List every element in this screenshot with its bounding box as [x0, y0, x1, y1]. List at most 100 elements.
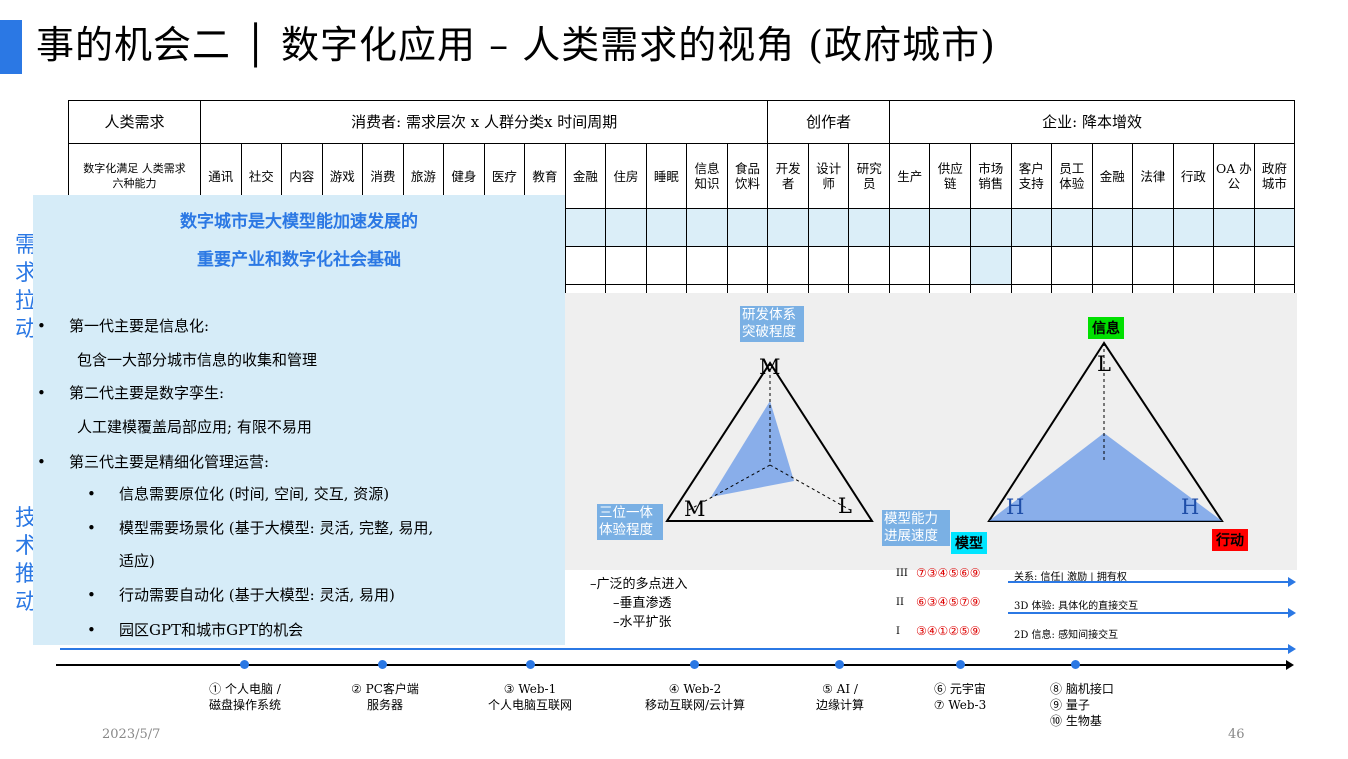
- table-cell: [888, 208, 931, 247]
- table-cell: [645, 246, 688, 285]
- level-roman: I: [896, 626, 900, 637]
- gen1-body: 包含一大部分城市信息的收集和管理: [77, 351, 318, 369]
- table-cell: [605, 208, 647, 247]
- sub-item-2b: 适应): [119, 552, 155, 570]
- table-cell: [1172, 208, 1215, 247]
- table-cell: [1051, 284, 1093, 293]
- side-char: 动: [14, 590, 37, 615]
- table-cell: [726, 208, 769, 247]
- spread-line-1: –广泛的多点进入: [590, 577, 688, 592]
- table-cell: [970, 284, 1012, 293]
- right-triangle-fill: [989, 433, 1222, 521]
- level-roman: II: [896, 597, 904, 608]
- arrow-head: [1288, 644, 1296, 654]
- overlay-panel: 数字城市是大模型能加速发展的 重要产业和数字化社会基础 • 第一代主要是信息化:…: [33, 195, 565, 645]
- header-enterprise: 企业: 降本增效: [888, 100, 1296, 144]
- tl-line: ④ Web-2: [668, 682, 722, 696]
- column-header: 信息 知识: [686, 143, 728, 209]
- table-cell: [1091, 246, 1134, 285]
- sub-item-3: 行动需要自动化 (基于大模型: 灵活, 易用): [119, 586, 395, 604]
- level-text: 3D 体验: 具体化的直接交互: [1014, 601, 1139, 612]
- side-char: 需: [14, 233, 37, 258]
- table-cell: [686, 208, 728, 247]
- table-cell: [848, 284, 890, 293]
- level-roman: III: [896, 568, 908, 579]
- table-cell: [1172, 284, 1215, 293]
- left-left-label: 三位一体 体验程度: [597, 504, 663, 540]
- side-char: 术: [14, 534, 37, 559]
- table-cell: [645, 208, 688, 247]
- table-cell: [1010, 246, 1053, 285]
- gen3-title: 第三代主要是精细化管理运营:: [69, 453, 270, 471]
- left-triangle-fill: [711, 401, 794, 497]
- table-cell: [1172, 246, 1215, 285]
- tl-line: ⑩ 生物基: [1050, 714, 1102, 728]
- sub-item-1: 信息需要原位化 (时间, 空间, 交互, 资源): [119, 485, 390, 503]
- tech-push-label: 技 术 推 动: [14, 505, 38, 617]
- letter-top: L: [1097, 352, 1111, 376]
- table-cell: [564, 208, 607, 247]
- overlay-heading-1: 数字城市是大模型能加速发展的: [180, 212, 418, 232]
- table-cell: [1132, 284, 1174, 293]
- arrow-head: [1288, 608, 1296, 618]
- table-cell: [1010, 208, 1053, 247]
- bullet: •: [87, 519, 96, 537]
- timeline-arrow-head: [1286, 660, 1294, 670]
- bullet: •: [37, 453, 46, 471]
- left-right-label: 模型能力 进展速度: [882, 510, 950, 546]
- letter-right: H: [1181, 495, 1200, 519]
- level-arrow: [1008, 612, 1288, 614]
- table-cell: [1253, 208, 1296, 247]
- letter-left: M: [684, 497, 706, 521]
- timeline-axis: [56, 664, 1288, 666]
- column-header: 供应 链: [929, 143, 971, 209]
- side-char: 推: [14, 562, 37, 587]
- table-cell: [686, 246, 728, 285]
- column-header: 食品 饮料: [726, 143, 769, 209]
- tl-line: ⑥ 元宇宙: [934, 682, 986, 696]
- table-cell: [767, 284, 809, 293]
- table-cell: [1132, 246, 1174, 285]
- tl-line: ③ Web-1: [503, 682, 557, 696]
- side-char: 拉: [14, 289, 37, 314]
- level-text: 关系: 信任| 激励 | 拥有权: [1014, 572, 1127, 583]
- bullet: •: [37, 384, 46, 402]
- table-cell: [1213, 208, 1255, 247]
- table-cell: [848, 246, 890, 285]
- tl-line: ⑤ AI /: [822, 682, 858, 696]
- table-cell: [686, 284, 728, 293]
- table-cell: [1253, 284, 1296, 293]
- action-tag: 行动: [1212, 529, 1248, 551]
- spread-line-3: –水平扩张: [613, 615, 672, 630]
- header-human-needs: 人类需求: [68, 100, 201, 144]
- table-cell: [564, 284, 607, 293]
- table-cell: [970, 246, 1012, 285]
- bullet: •: [87, 586, 96, 604]
- tl-line: ⑧ 脑机接口: [1050, 682, 1114, 696]
- table-cell: [1051, 208, 1093, 247]
- column-header: 政府 城市: [1253, 143, 1296, 209]
- table-cell: [767, 208, 809, 247]
- table-cell: [726, 284, 769, 293]
- sub-item-2a: 模型需要场景化 (基于大模型: 灵活, 完整, 易用,: [119, 519, 434, 537]
- tl-line: 边缘计算: [815, 698, 864, 712]
- table-cell: [848, 208, 890, 247]
- level-arrow: [1008, 581, 1288, 583]
- left-triangle-chart: [665, 341, 1224, 522]
- table-cell: [888, 246, 931, 285]
- sub-item-4: 园区GPT和城市GPT的机会: [119, 621, 304, 639]
- timeline-item: ② PC客户端服务器: [330, 681, 440, 713]
- column-header: 金融: [1091, 143, 1134, 209]
- table-cell: [807, 284, 850, 293]
- table-cell: [1091, 284, 1134, 293]
- level-nums: ⑦③④⑤⑥⑨: [916, 566, 981, 580]
- table-cell: [929, 246, 971, 285]
- table-cell: [1253, 246, 1296, 285]
- arrow-head: [1288, 577, 1296, 587]
- label-text: 研发体系 突破程度: [742, 307, 796, 340]
- table-cell: [807, 208, 850, 247]
- page-title: 事的机会二 │ 数字化应用 – 人类需求的视角 (政府城市): [36, 23, 996, 67]
